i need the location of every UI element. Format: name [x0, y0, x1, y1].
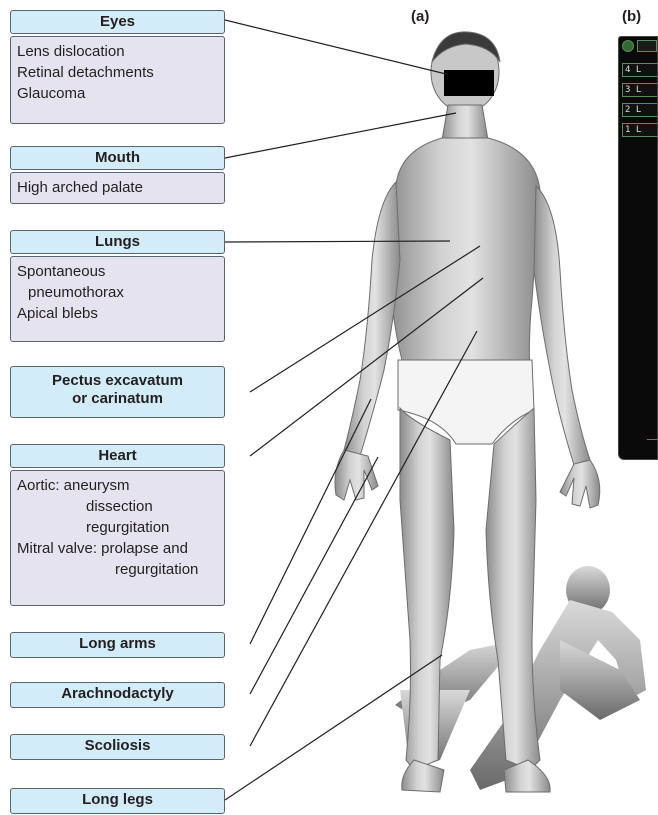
eyes-item: Retinal detachments [17, 62, 218, 83]
panel-label-a: (a) [411, 8, 429, 25]
heart-header: Heart [10, 444, 225, 468]
lungs-item: Spontaneous [17, 261, 218, 282]
lead-row: 1 L [622, 123, 658, 137]
pectus-header: Pectus excavatum or carinatum [10, 366, 225, 418]
heart-item: regurgitation [17, 559, 218, 580]
lead-row: 2 L [622, 103, 658, 117]
eyes-header: Eyes [10, 10, 225, 34]
heart-item: regurgitation [17, 517, 218, 538]
panel-b-monitor: 4 L 3 L 2 L 1 L [618, 36, 658, 460]
eyes-details: Lens dislocation Retinal detachments Gla… [10, 36, 225, 124]
arachnodactyly-label: Arachnodactyly [10, 682, 225, 708]
lead-row: 3 L [622, 83, 658, 97]
pectus-title-line: or carinatum [11, 390, 224, 408]
long-legs-label: Long legs [10, 788, 225, 814]
lungs-details: Spontaneous pneumothorax Apical blebs [10, 256, 225, 342]
eyes-item: Lens dislocation [17, 41, 218, 62]
lead-row: 4 L [622, 63, 658, 77]
mouth-item: High arched palate [17, 177, 218, 198]
panel-label-b: (b) [622, 8, 641, 25]
heart-details: Aortic: aneurysm dissection regurgitatio… [10, 470, 225, 606]
circle-icon [622, 40, 634, 52]
lungs-item: Apical blebs [17, 303, 218, 324]
lungs-header: Lungs [10, 230, 225, 254]
heart-item: dissection [17, 496, 218, 517]
toolbar-icon [637, 40, 657, 52]
heart-item: Mitral valve: prolapse and [17, 538, 218, 559]
mouth-details: High arched palate [10, 172, 225, 204]
mouth-header: Mouth [10, 146, 225, 170]
face-redaction-bar [444, 70, 494, 96]
long-arms-label: Long arms [10, 632, 225, 658]
baseline-mark [647, 439, 657, 440]
heart-item: Aortic: aneurysm [17, 475, 218, 496]
eyes-item: Glaucoma [17, 83, 218, 104]
scoliosis-label: Scoliosis [10, 734, 225, 760]
pectus-title-line: Pectus excavatum [11, 372, 224, 390]
lungs-item: pneumothorax [17, 282, 218, 303]
